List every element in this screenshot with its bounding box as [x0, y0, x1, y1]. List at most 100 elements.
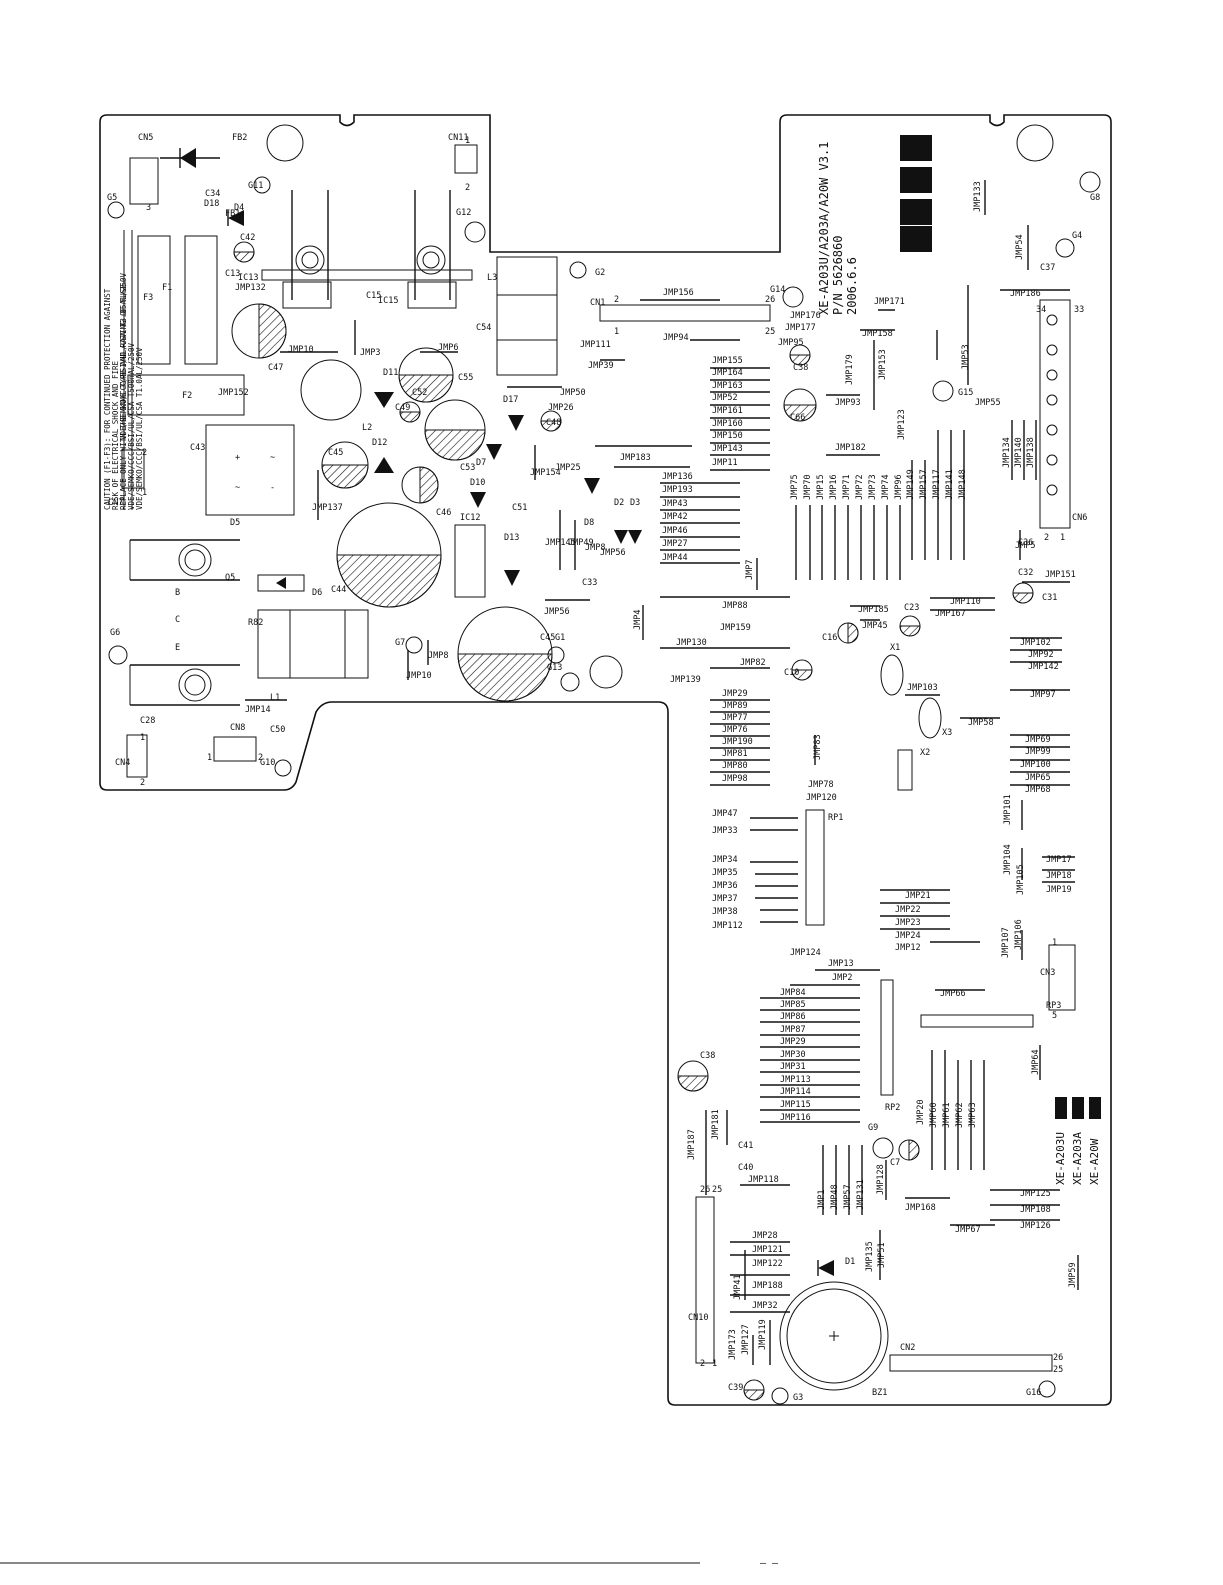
label-jmp107: JMP107 — [1001, 927, 1011, 958]
label-d11: D11 — [383, 368, 398, 378]
label-g10: G10 — [260, 758, 275, 768]
label-jmp28: JMP28 — [752, 1231, 778, 1241]
label-g1: G1 — [555, 633, 565, 643]
inductors-fuses — [127, 235, 558, 679]
model-legend: XE-A203U XE-A203A XE-A20W — [1054, 1097, 1101, 1185]
label-jmp123: JMP123 — [897, 409, 907, 440]
label-jmp59: JMP59 — [1068, 1262, 1078, 1288]
label-cn3-pin5: 5 — [1052, 1011, 1057, 1021]
label-jmp22: JMP22 — [895, 905, 921, 915]
label-x3: X3 — [942, 728, 952, 738]
label-jmp7: JMP7 — [745, 560, 755, 580]
label-jmp184: JMP154 — [530, 468, 561, 478]
label-g8: G8 — [1090, 193, 1100, 203]
label-r82: R82 — [248, 618, 263, 628]
label-jmp108: JMP108 — [1020, 1205, 1051, 1215]
label-cn6: CN6 — [1072, 513, 1087, 523]
label-jmp179: JMP179 — [845, 354, 855, 385]
label-jmp116: JMP116 — [780, 1113, 811, 1123]
power-traces — [245, 351, 692, 701]
caution-line-2: RISK OF ELECTRICAL SHOCK AND FIRE — [111, 361, 120, 510]
label-c42: C43 — [190, 443, 205, 453]
label-q5: Q5 — [225, 573, 235, 583]
label-jmp64: JMP64 — [1031, 1049, 1041, 1075]
label-g4: G4 — [1072, 231, 1082, 241]
label-jmp124: JMP124 — [790, 948, 821, 958]
label-jmp66: JMP66 — [940, 989, 966, 999]
label-jmp37: JMP37 — [712, 894, 738, 904]
label-cn3: CN3 — [1040, 968, 1055, 978]
label-g13: G13 — [547, 663, 562, 673]
label-rp1: RP1 — [828, 813, 843, 823]
label-jmp1: JMP1 — [817, 1190, 827, 1210]
label-jmp164: JMP164 — [712, 368, 743, 378]
label-jmp87: JMP87 — [780, 1025, 806, 1035]
vertical-jumper-labels: JMP75 JMP70 JMP15 JMP16 JMP71 JMP72 JMP7… — [633, 181, 1078, 1360]
label-d8: D8 — [584, 518, 594, 528]
footer-mark: – – — [760, 1558, 779, 1569]
label-jmp52: JMP52 — [712, 393, 738, 403]
label-jmp168: JMP168 — [905, 1203, 936, 1213]
label-d4: D4 — [234, 203, 244, 213]
label-l3: L3 — [487, 273, 497, 283]
label-c52: C52 — [412, 388, 427, 398]
label-jmp151: JMP151 — [1045, 570, 1076, 580]
label-jmp115: JMP115 — [780, 1100, 811, 1110]
label-jmp167: JMP167 — [935, 609, 966, 619]
label-c48: C48 — [546, 418, 561, 428]
label-cn6-pin34: 34 — [1036, 305, 1046, 315]
label-g16: G16 — [1026, 1388, 1041, 1398]
label-jmp41: JMP41 — [733, 1274, 743, 1300]
label-jmp99: JMP99 — [1025, 747, 1051, 757]
label-jmp11: JMP11 — [712, 458, 738, 468]
label-jmp122: JMP122 — [752, 1259, 783, 1269]
label-jmp98: JMP98 — [722, 774, 748, 784]
label-jmp102: JMP102 — [1020, 638, 1051, 648]
label-ic12: IC12 — [460, 513, 480, 523]
label-cn11-pin2: 2 — [465, 183, 470, 193]
label-jmp154: JMP145 — [545, 538, 576, 548]
label-cn8-pin2: 2 — [258, 753, 263, 763]
label-jmp21: JMP21 — [905, 891, 931, 901]
label-jmp54: JMP54 — [1015, 234, 1025, 260]
label-jmp43: JMP43 — [662, 499, 688, 509]
label-jmp150: JMP150 — [712, 431, 743, 441]
model-line: XE-A203U/A203A/A20W V3.1 — [817, 142, 831, 315]
label-jmp160: JMP160 — [712, 419, 743, 429]
label-jmp65: JMP65 — [1025, 773, 1051, 783]
label-cn7-pin1: 1 — [142, 488, 147, 498]
label-jmp78: JMP78 — [808, 780, 834, 790]
model-legend-1: XE-A203U — [1054, 1132, 1067, 1185]
label-jmp44: JMP44 — [662, 553, 688, 563]
label-fb1: FB1 — [225, 209, 240, 219]
label-jmp51: JMP51 — [877, 1242, 887, 1268]
label-c47: C47 — [268, 363, 283, 373]
label-jmp145: JMP132 — [235, 283, 266, 293]
label-jmp85: JMP85 — [780, 1000, 806, 1010]
label-jmp187: JMP187 — [687, 1129, 697, 1160]
part-number: P/N 5626860 — [831, 236, 845, 315]
label-jmp55: JMP55 — [975, 398, 1001, 408]
label-jmp76: JMP76 — [722, 725, 748, 735]
label-jmp4: JMP4 — [633, 610, 643, 630]
label-jmp101: JMP101 — [1003, 794, 1013, 825]
label-jmp5: JMP5 — [1015, 541, 1035, 551]
label-g2: G2 — [595, 268, 605, 278]
label-jmp88: JMP88 — [722, 601, 748, 611]
label-cn1-pin2: 2 — [614, 295, 619, 305]
label-g7: G7 — [395, 638, 405, 648]
label-jmp80: JMP80 — [722, 761, 748, 771]
label-jmp127: JMP127 — [741, 1324, 751, 1355]
label-c54: C54 — [476, 323, 491, 333]
label-c31: C31 — [1042, 593, 1057, 603]
label-fb2: FB2 — [232, 133, 247, 143]
label-jmp9: JMP8 — [585, 543, 605, 553]
label-rp3: RP3 — [1046, 1001, 1061, 1011]
label-jmp58: JMP58 — [968, 718, 994, 728]
d5-ac2: ~ — [235, 483, 240, 493]
label-jmp61: JMP61 — [942, 1102, 952, 1128]
label-jmp73: JMP73 — [868, 474, 878, 500]
label-jmp100: JMP100 — [1020, 760, 1051, 770]
label-jmp29b: JMP29 — [780, 1037, 806, 1047]
label-g9: G9 — [868, 1123, 878, 1133]
